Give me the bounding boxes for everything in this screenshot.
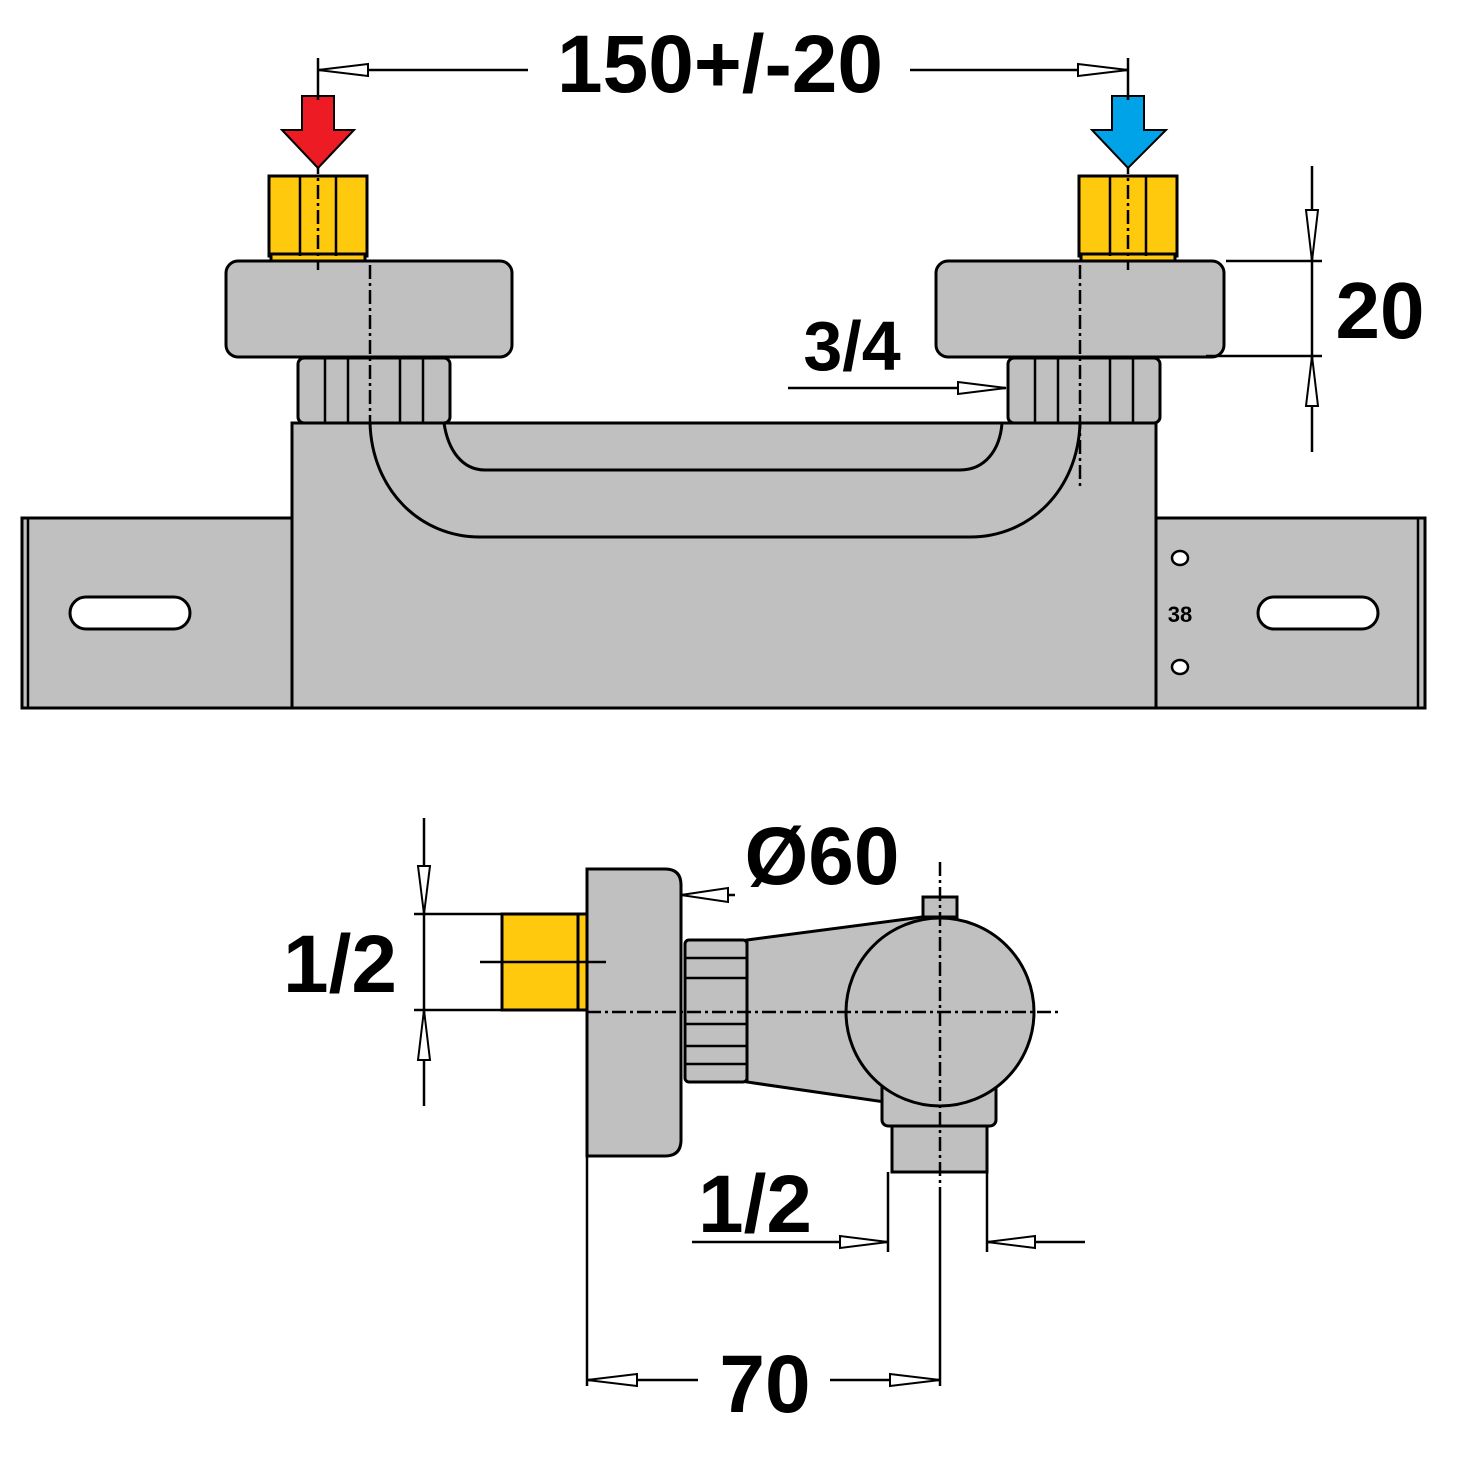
temperature-mark: 38 xyxy=(1168,602,1192,627)
flange-height-dimension: 20 xyxy=(1206,166,1424,452)
inlet-spacing-dimension: 150+/-20 xyxy=(316,19,1130,110)
thread-label: 3/4 xyxy=(803,307,900,385)
inlet-thread-dimension: 1/2 xyxy=(283,818,502,1106)
left-mounting-slot xyxy=(68,595,192,631)
inlet-spacing-label: 150+/-20 xyxy=(557,19,883,110)
front-view: 38 xyxy=(20,19,1427,710)
inlet-thread-label: 1/2 xyxy=(283,919,397,1010)
connecting-pipe xyxy=(368,421,1082,539)
outlet-thread-dimension: 1/2 xyxy=(692,1159,1085,1252)
cold-water-arrow-icon xyxy=(1089,95,1169,170)
flange-height-label: 20 xyxy=(1336,266,1425,355)
right-mounting-slot xyxy=(1256,595,1380,631)
side-view: Ø60 1/2 1/2 70 xyxy=(283,811,1085,1430)
outlet-thread-label: 1/2 xyxy=(698,1159,812,1250)
side-cover-flange xyxy=(585,867,683,1158)
depth-label: 70 xyxy=(719,1339,810,1430)
hot-water-arrow-icon xyxy=(279,95,357,170)
depth-dimension: 70 xyxy=(585,1156,942,1430)
thread-dimension: 3/4 xyxy=(788,307,1007,396)
left-hex-nut xyxy=(296,356,452,425)
right-hex-nut xyxy=(1006,356,1162,425)
diameter-dimension: Ø60 xyxy=(680,811,900,904)
diameter-label: Ø60 xyxy=(745,811,900,902)
